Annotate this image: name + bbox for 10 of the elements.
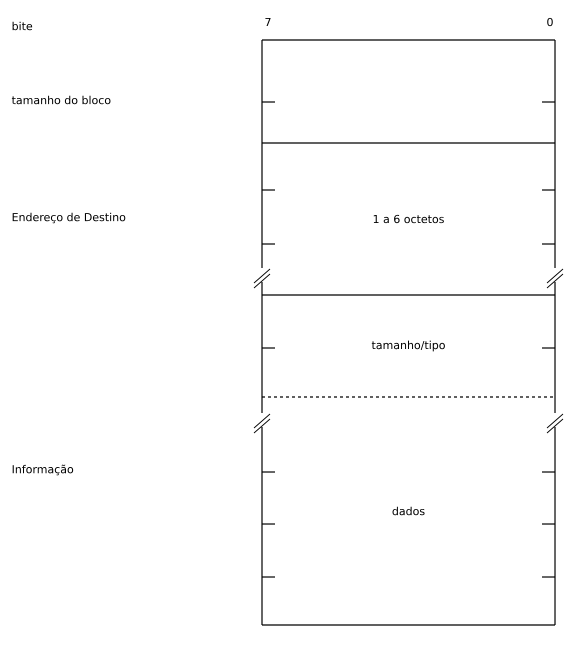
axis-label: bite — [12, 22, 32, 30]
field-label: tamanho do bloco — [12, 96, 110, 104]
field-label: Informação — [12, 464, 74, 476]
field-label: Endereço de Destino — [12, 212, 126, 224]
empty-field-box — [261, 39, 556, 144]
field-box: tamanho/tipo — [261, 295, 556, 398]
bit-number: 7 — [265, 18, 271, 26]
field-box: 1 a 6 octetos — [261, 143, 556, 296]
field-box: dados — [261, 397, 556, 626]
bit-number: 0 — [547, 18, 553, 26]
